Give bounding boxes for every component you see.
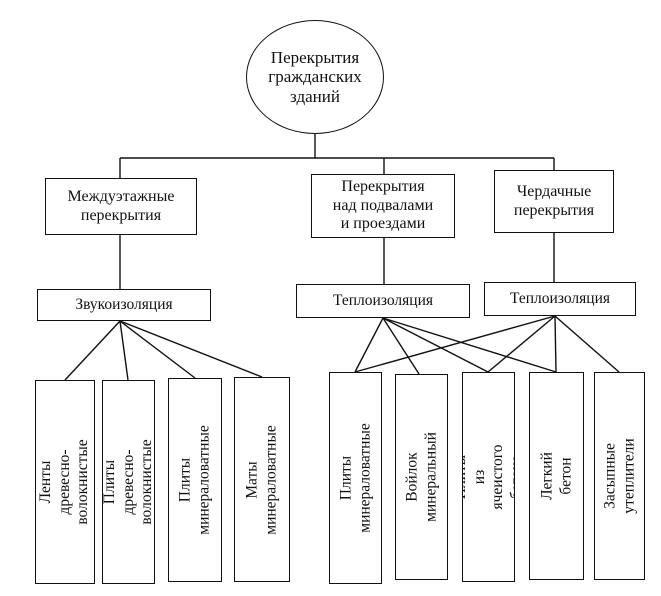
material-box: Ленты древесно- волокнистые [35, 380, 95, 584]
material-label: Войлок минеральный [402, 432, 439, 522]
insulation-sound: Звукоизоляция [37, 289, 211, 321]
category-attic: Чердачные перекрытия [494, 170, 614, 233]
insulation-thermal-attic-label: Теплоизоляция [510, 290, 610, 308]
material-box: Легкий бетон [529, 372, 584, 580]
material-label: Плиты из ячеистого бетона [462, 444, 515, 510]
insulation-thermal-attic: Теплоизоляция [484, 282, 636, 316]
material-box: Плиты из ячеистого бетона [462, 372, 515, 582]
insulation-thermal-basement-label: Теплоизоляция [333, 292, 433, 310]
insulation-sound-label: Звукоизоляция [75, 296, 173, 314]
category-basement: Перекрытия над подвалами и проездами [311, 174, 455, 238]
insulation-thermal-basement: Теплоизоляция [296, 284, 470, 318]
root-node: Перекрытия гражданских зданий [246, 20, 384, 134]
material-box: Плиты минераловатные [329, 372, 382, 584]
material-box: Войлок минеральный [395, 374, 448, 580]
category-interfloor: Междуэтажные перекрытия [45, 178, 197, 235]
material-box: Плиты минераловатные [168, 378, 222, 582]
category-basement-label: Перекрытия над подвалами и проездами [332, 178, 434, 233]
material-label: Плиты древесно- волокнистые [102, 439, 155, 525]
material-label: Маты минераловатные [243, 424, 279, 535]
category-interfloor-label: Междуэтажные перекрытия [67, 188, 175, 224]
category-attic-label: Чердачные перекрытия [513, 183, 595, 219]
material-label: Легкий бетон [537, 452, 574, 500]
material-box: Маты минераловатные [234, 377, 290, 582]
material-label: Плиты минераловатные [336, 423, 373, 533]
root-label: Перекрытия гражданских зданий [268, 47, 362, 106]
material-label: Ленты древесно- волокнистые [37, 439, 92, 525]
material-label: Плиты минераловатные [176, 425, 212, 535]
material-box: Засыпные утеплители [594, 372, 645, 580]
material-label: Засыпные утеплители [600, 438, 637, 514]
material-box: Плиты древесно- волокнистые [102, 380, 155, 584]
